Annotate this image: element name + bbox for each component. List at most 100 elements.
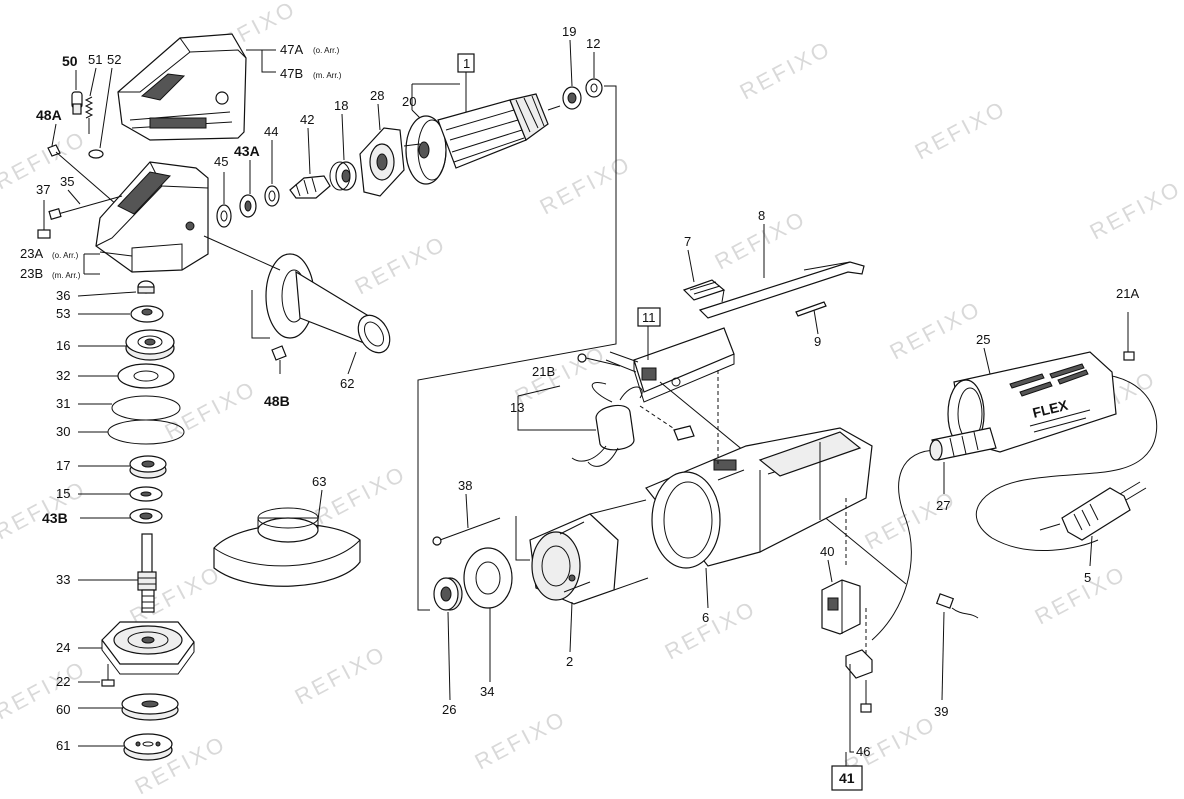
watermark-16: REFIXO bbox=[126, 560, 226, 629]
label-31: 31 bbox=[56, 396, 70, 411]
label-23A: 23A bbox=[20, 246, 43, 261]
watermark-2: REFIXO bbox=[736, 35, 836, 104]
watermark-3: REFIXO bbox=[536, 150, 636, 219]
part-22-screw bbox=[101, 664, 115, 687]
part-32-disc bbox=[117, 363, 175, 389]
part-41-cable-clamp bbox=[845, 649, 873, 679]
label-62: 62 bbox=[340, 376, 354, 391]
part-45-washer bbox=[216, 204, 232, 228]
part-47-gear-cover bbox=[117, 33, 247, 141]
part-25-handle-cover: FLEX bbox=[947, 351, 1117, 453]
part-13-suppressor bbox=[571, 382, 643, 467]
label-63: 63 bbox=[312, 474, 326, 489]
part-21B-screw bbox=[577, 353, 621, 367]
label-48A: 48A bbox=[36, 107, 62, 123]
part-40-on-off-switch bbox=[821, 579, 861, 635]
label-50: 50 bbox=[62, 53, 78, 69]
label-33: 33 bbox=[56, 572, 70, 587]
part-38-screw bbox=[432, 517, 501, 546]
label-24: 24 bbox=[56, 640, 70, 655]
part-12-cap bbox=[585, 78, 603, 98]
label-60: 60 bbox=[56, 702, 70, 717]
label-23B: 23B bbox=[20, 266, 43, 281]
watermark-7: REFIXO bbox=[351, 230, 451, 299]
part-53-ring bbox=[130, 305, 164, 323]
part-31-circlip bbox=[111, 395, 181, 421]
label-43B: 43B bbox=[42, 510, 68, 526]
part-39-carbon-brush bbox=[935, 593, 979, 619]
label-38: 38 bbox=[458, 478, 472, 493]
part-27-cable-sleeve bbox=[929, 427, 997, 461]
label-11: 11 bbox=[642, 310, 656, 325]
label-20: 20 bbox=[402, 94, 416, 109]
part-18-bearing bbox=[329, 161, 357, 191]
part-mains-cable bbox=[871, 373, 1158, 641]
watermark-18: REFIXO bbox=[1031, 560, 1131, 629]
part-33-spindle bbox=[137, 533, 157, 613]
label-41-box bbox=[831, 765, 863, 791]
part-21A-screw bbox=[1123, 312, 1135, 361]
part-36-nut bbox=[137, 280, 155, 294]
label-21A: 21A bbox=[1116, 286, 1139, 301]
part-5-mains-plug bbox=[1039, 481, 1147, 541]
label-37: 37 bbox=[36, 182, 50, 197]
part-44-washer bbox=[264, 185, 280, 207]
label-9: 9 bbox=[814, 334, 821, 349]
label-45: 45 bbox=[214, 154, 228, 169]
watermark-11: REFIXO bbox=[511, 340, 611, 409]
part-42-pinion bbox=[289, 175, 331, 199]
part-23-gear-housing bbox=[95, 161, 209, 273]
label-53: 53 bbox=[56, 306, 70, 321]
part-24-bearing-flange bbox=[101, 621, 195, 675]
part-50-locking-button bbox=[71, 91, 83, 115]
label-17: 17 bbox=[56, 458, 70, 473]
label-1: 1 bbox=[463, 56, 470, 71]
label-30: 30 bbox=[56, 424, 70, 439]
watermark-13: REFIXO bbox=[311, 460, 411, 529]
watermark-20: REFIXO bbox=[0, 655, 91, 724]
label-18: 18 bbox=[334, 98, 348, 113]
watermark-17: REFIXO bbox=[661, 595, 761, 664]
part-63-wheel-guard bbox=[213, 507, 361, 587]
part-37-screw bbox=[37, 200, 51, 239]
label-51: 51 bbox=[88, 52, 102, 67]
connector-clip bbox=[673, 425, 695, 441]
label-19: 19 bbox=[562, 24, 576, 39]
label-12: 12 bbox=[586, 36, 600, 51]
part-35-screw bbox=[48, 195, 123, 220]
label-34: 34 bbox=[480, 684, 494, 699]
label-41: 41 bbox=[839, 770, 855, 786]
part-62-side-handle bbox=[265, 253, 391, 354]
watermark-14: REFIXO bbox=[861, 485, 961, 554]
part-16-bevel-gear bbox=[125, 329, 175, 361]
label-42: 42 bbox=[300, 112, 314, 127]
part-28-bearing-flange bbox=[359, 127, 405, 197]
label-43A: 43A bbox=[234, 143, 260, 159]
label-40: 40 bbox=[820, 544, 834, 559]
label-35: 35 bbox=[60, 174, 74, 189]
part-52-washer bbox=[88, 149, 104, 159]
part-9-spring bbox=[795, 301, 827, 317]
label-47B: 47B bbox=[280, 66, 303, 81]
label-22: 22 bbox=[56, 674, 70, 689]
part-19-bearing bbox=[562, 86, 582, 110]
label-61: 61 bbox=[56, 738, 70, 753]
part-60-flange bbox=[121, 693, 179, 721]
label-48B: 48B bbox=[264, 393, 290, 409]
part-20-fan bbox=[405, 115, 447, 185]
part-17-bearing bbox=[129, 455, 167, 479]
label-25: 25 bbox=[976, 332, 990, 347]
part-26-bearing bbox=[433, 577, 463, 611]
part-51-spring bbox=[84, 96, 94, 134]
part-46-screw bbox=[860, 680, 872, 713]
label-52: 52 bbox=[107, 52, 121, 67]
part-8-switch-rod bbox=[698, 261, 865, 319]
part-48B-screw bbox=[271, 345, 287, 374]
label-5: 5 bbox=[1084, 570, 1091, 585]
label-26: 26 bbox=[442, 702, 456, 717]
part-61-nut bbox=[123, 733, 173, 761]
label-36: 36 bbox=[56, 288, 70, 303]
watermark-9: REFIXO bbox=[886, 295, 986, 364]
part-43A-bearing-ring bbox=[239, 194, 257, 218]
